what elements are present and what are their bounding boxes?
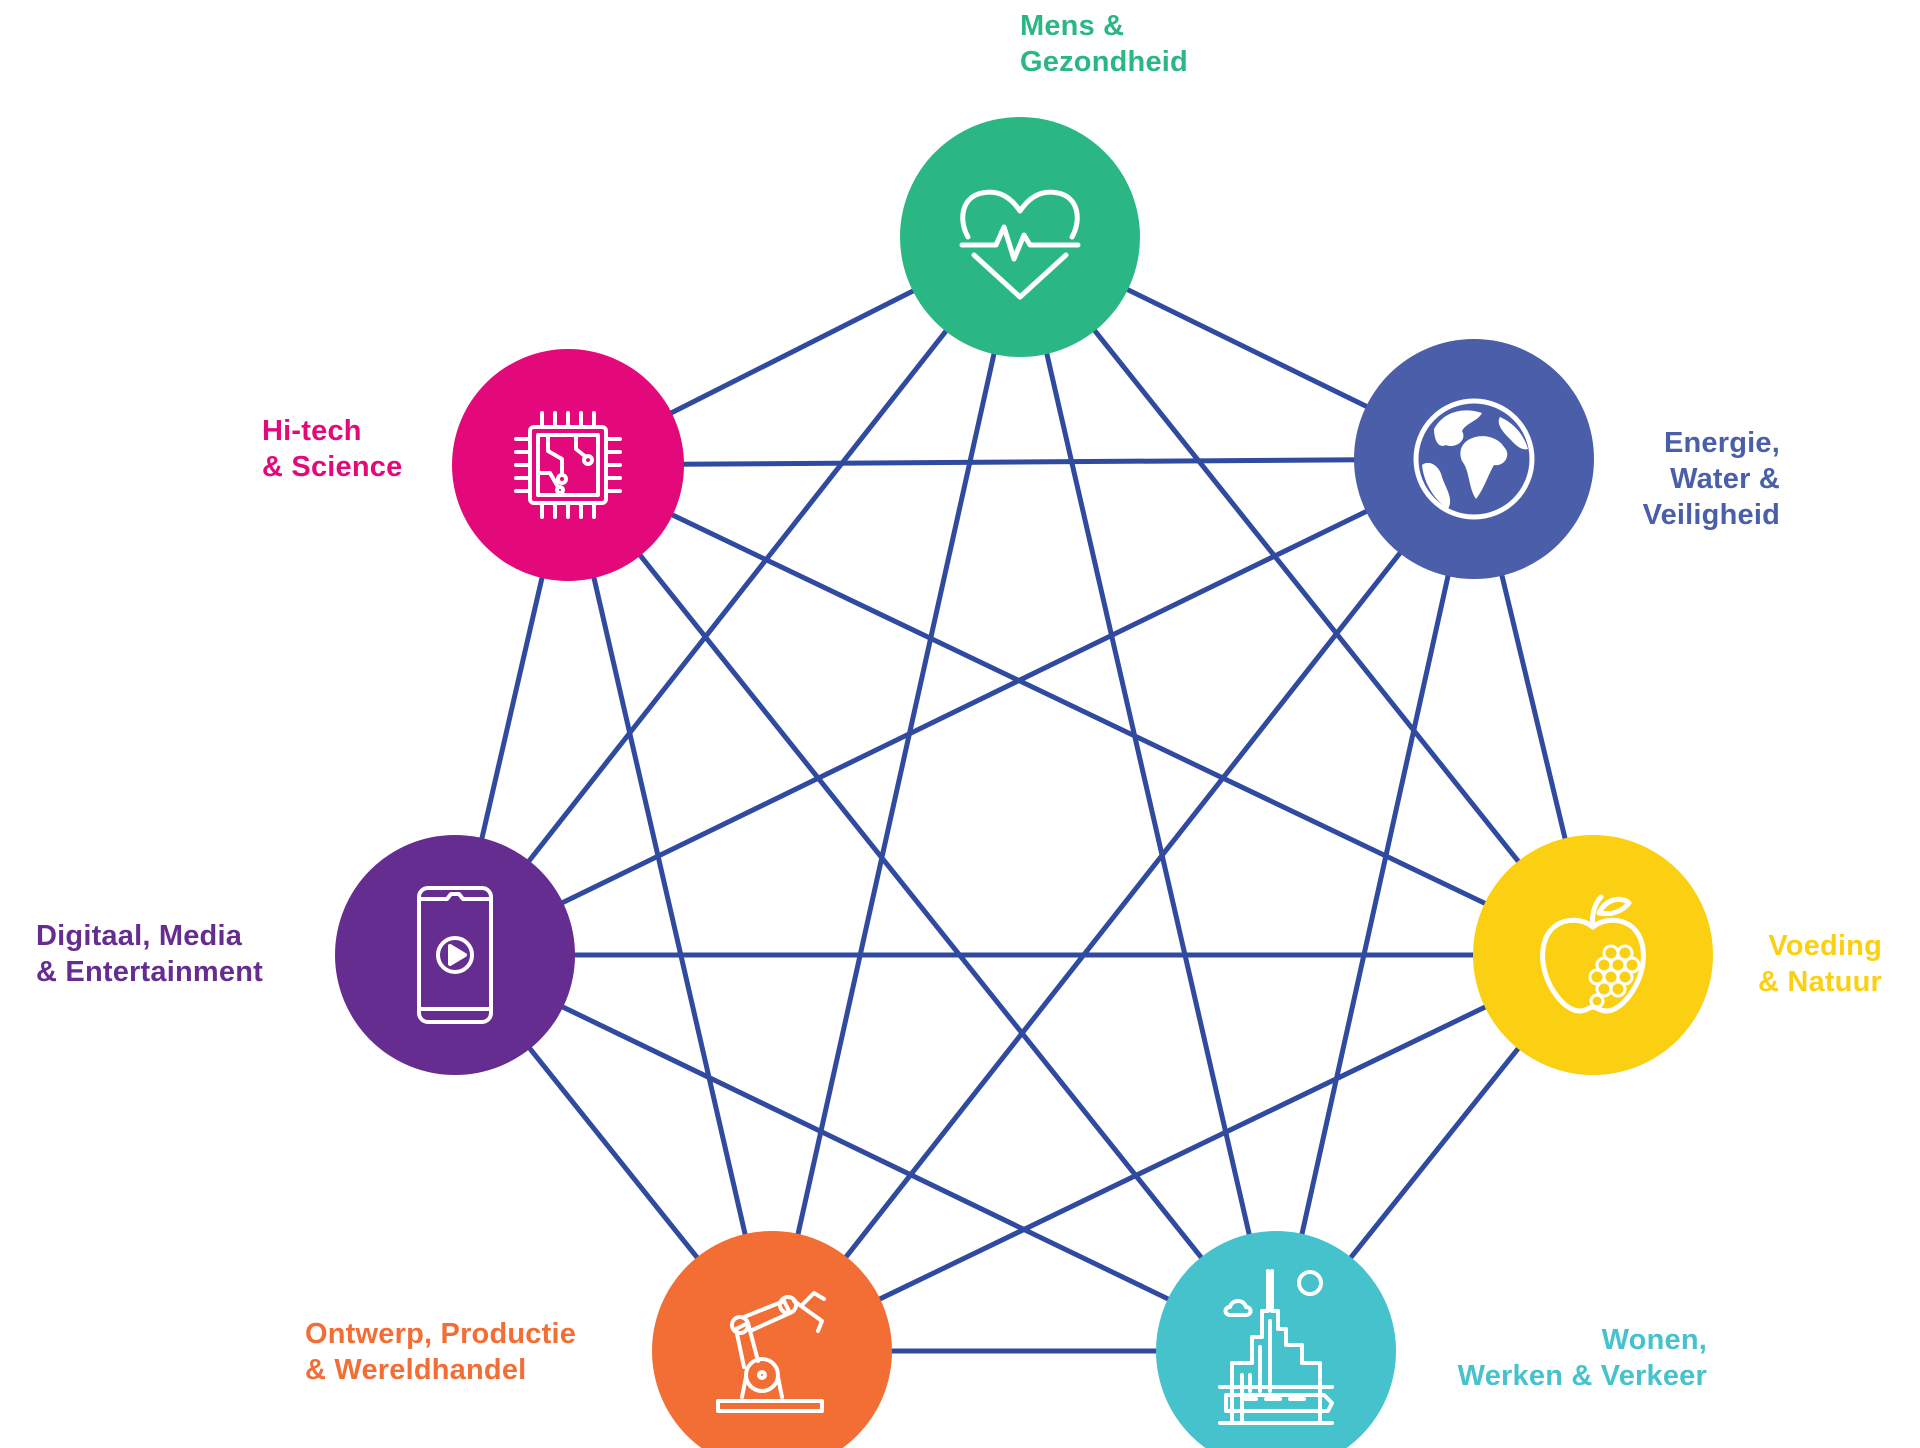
connection-energie-digitaal	[453, 456, 1476, 958]
connection-wonen-hitech	[566, 463, 1278, 1353]
connection-mens-wonen	[1017, 236, 1279, 1352]
label-line: & Wereldhandel	[305, 1354, 527, 1386]
theme-nodes	[335, 117, 1713, 1448]
label-line: Voeding	[1768, 930, 1882, 962]
city-skyline-icon	[1218, 1269, 1334, 1425]
node-hitech	[452, 349, 684, 581]
connection-mens-ontwerp	[769, 236, 1023, 1352]
connection-voeding-ontwerp	[770, 952, 1595, 1354]
label-line: & Entertainment	[36, 956, 263, 988]
node-circle-voeding	[1473, 835, 1713, 1075]
label-line: Hi-tech	[262, 415, 362, 447]
label-line: & Science	[262, 451, 403, 483]
label-line: Werken & Verkeer	[1457, 1360, 1707, 1392]
node-label-hitech: Hi-tech & Science	[262, 413, 402, 485]
connection-mens-voeding	[1018, 235, 1595, 957]
label-line: Ontwerp, Productie	[305, 1318, 577, 1350]
globe-icon	[1413, 398, 1535, 520]
label-line: & Natuur	[1757, 966, 1882, 998]
robot-arm-icon	[716, 1291, 826, 1413]
apple-icon	[1540, 894, 1646, 1014]
node-voeding	[1473, 835, 1713, 1075]
node-label-wonen: Wonen, Werken & Verkeer	[1458, 1322, 1707, 1394]
microchip-icon	[514, 411, 622, 519]
label-line: Mens &	[1020, 10, 1125, 42]
node-mens	[900, 117, 1140, 357]
node-energie	[1354, 339, 1594, 579]
connection-voeding-hitech	[566, 462, 1595, 958]
node-circle-mens	[900, 117, 1140, 357]
node-label-energie: Energie, Water & Veiligheid	[1643, 425, 1780, 533]
node-wonen	[1156, 1231, 1396, 1448]
node-circle-hitech	[452, 349, 684, 581]
label-line: Water &	[1670, 463, 1780, 495]
node-circle-wonen	[1156, 1231, 1396, 1448]
connection-wonen-digitaal	[453, 952, 1278, 1354]
heart-pulse-icon	[959, 189, 1081, 300]
connection-energie-hitech	[567, 456, 1475, 468]
node-ontwerp	[652, 1231, 892, 1448]
node-label-mens: Mens & Gezondheid	[1020, 8, 1188, 80]
connection-ontwerp-hitech	[565, 464, 775, 1352]
smartphone-play-icon	[417, 886, 493, 1024]
label-line: Gezondheid	[1020, 46, 1188, 78]
node-label-ontwerp: Ontwerp, Productie & Wereldhandel	[305, 1316, 576, 1388]
label-line: Veiligheid	[1642, 499, 1780, 531]
label-line: Digitaal, Media	[36, 920, 243, 952]
node-digitaal	[335, 835, 575, 1075]
connection-energie-ontwerp	[770, 457, 1476, 1353]
connection-energie-wonen	[1273, 458, 1477, 1352]
node-label-digitaal: Digitaal, Media & Entertainment	[36, 918, 263, 990]
connection-mens-digitaal	[453, 235, 1022, 957]
node-circle-ontwerp	[652, 1231, 892, 1448]
label-line: Energie,	[1663, 427, 1780, 459]
label-line: Wonen,	[1601, 1324, 1707, 1356]
node-label-voeding: Voeding & Natuur	[1758, 928, 1882, 1000]
